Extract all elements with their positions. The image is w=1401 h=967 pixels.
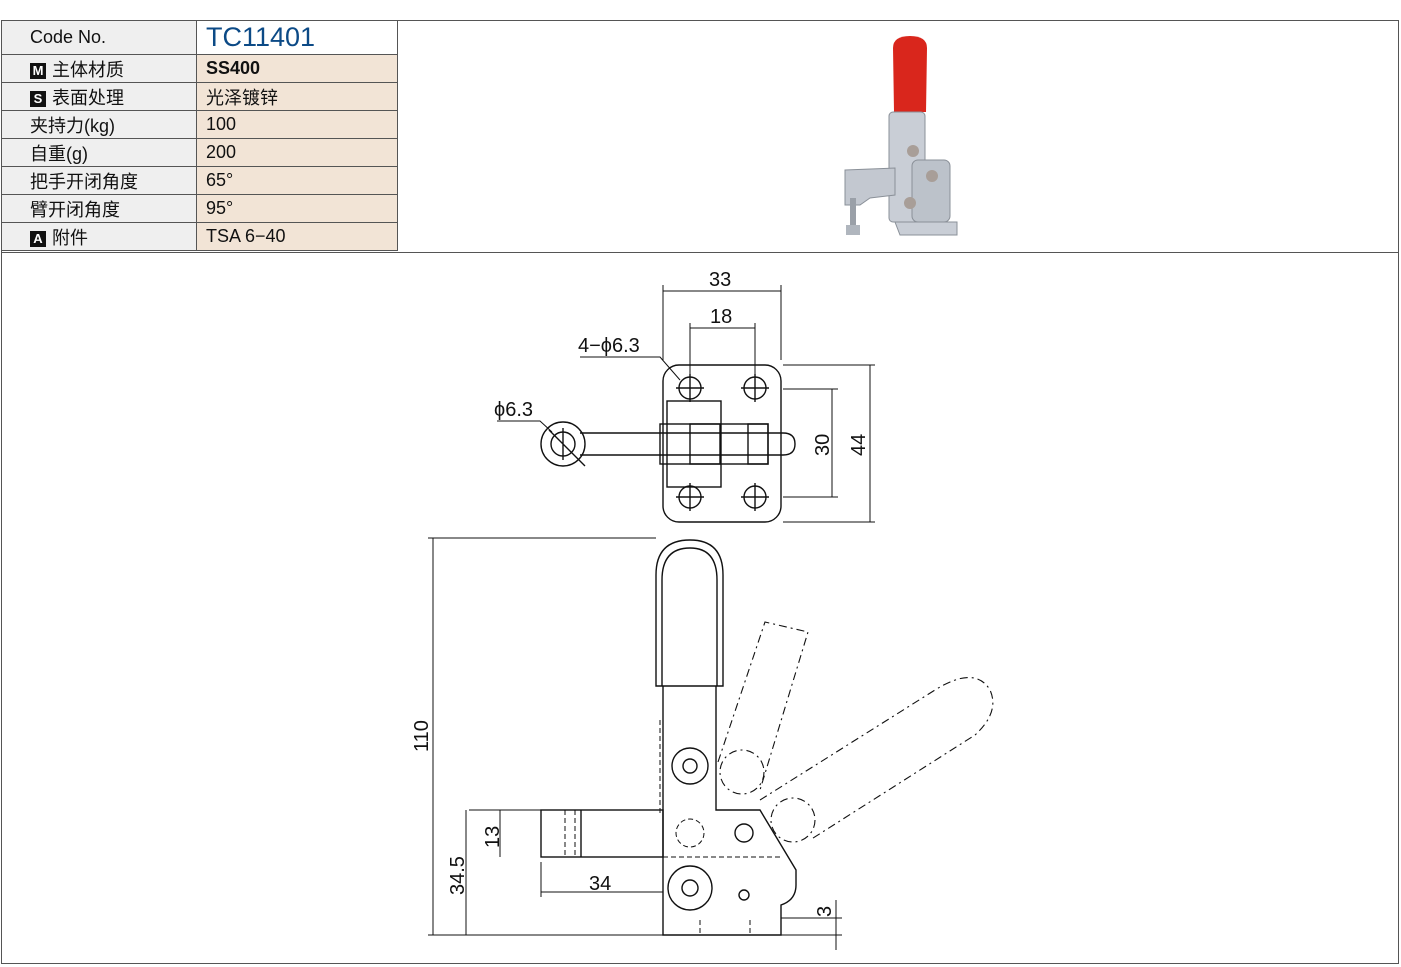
table-row: Code No.TC11401 (1, 20, 398, 55)
spec-value: SS400 (196, 54, 398, 83)
table-row: 自重(g)200 (1, 138, 398, 167)
dim-height-44: 44 (848, 434, 870, 456)
table-row: A 附件 TSA 6−40 (1, 222, 398, 251)
spec-label: 把手开闭角度 (1, 166, 197, 195)
dim-width-33: 33 (709, 269, 731, 291)
spec-label: 附件 (52, 227, 88, 248)
dim-height-34-5: 34.5 (447, 856, 469, 895)
spec-value: 100 (196, 110, 398, 139)
top-view (540, 364, 796, 523)
spec-label: 臂开闭角度 (1, 194, 197, 223)
dim-width-18: 18 (710, 306, 732, 328)
spec-value: TSA 6−40 (196, 222, 398, 251)
spec-table: Code No.TC11401 M 主体材质 SS400 S 表面处理 光泽镀锌 夹持力… (1, 20, 398, 251)
material-badge-icon: M (30, 62, 46, 79)
product-photo (844, 36, 958, 236)
side-view (540, 539, 994, 936)
dim-height-110: 110 (411, 720, 433, 752)
dim-arm-hole: ϕ6.3 (494, 399, 533, 421)
dimension-lines (428, 285, 875, 950)
surface-badge-icon: S (30, 90, 46, 107)
dim-thick-3: 3 (814, 906, 836, 917)
dim-length-34: 34 (589, 873, 611, 895)
dim-height-13: 13 (482, 826, 504, 848)
table-row: 夹持力(kg)100 (1, 110, 398, 139)
accessory-badge-icon: A (30, 230, 46, 247)
spec-value: 65° (196, 166, 398, 195)
spec-label: 自重(g) (1, 138, 197, 167)
sheet-frame (1, 20, 1399, 964)
spec-label: 主体材质 (52, 59, 124, 80)
dim-holes: 4−ϕ6.3 (578, 335, 640, 357)
spec-value: 95° (196, 194, 398, 223)
divider (1, 252, 1399, 253)
spec-label: 表面处理 (52, 87, 124, 108)
table-row: M 主体材质 SS400 (1, 54, 398, 83)
dim-height-30: 30 (812, 434, 834, 456)
code-number: TC11401 (196, 20, 398, 55)
spec-value: 光泽镀锌 (196, 82, 398, 111)
